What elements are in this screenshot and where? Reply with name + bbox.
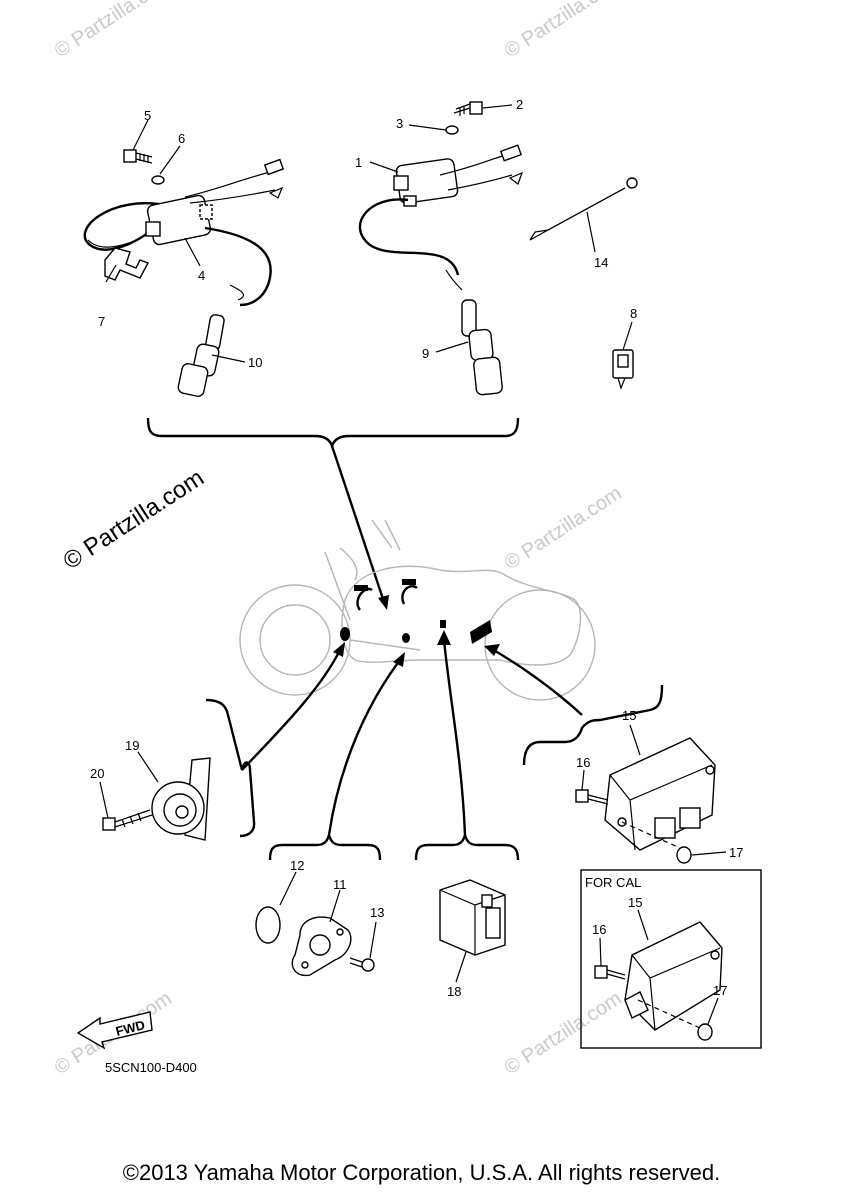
- leader-16b: [599, 937, 602, 967]
- label-part-6: 6: [178, 131, 185, 146]
- label-part-15a: 15: [622, 708, 636, 723]
- sensor-group-arrow: [327, 659, 401, 836]
- leader-13: [369, 921, 377, 959]
- top-group-bracket: [146, 417, 520, 450]
- for-cal-label: FOR CAL: [585, 875, 641, 890]
- cdi-unit-15: [604, 737, 716, 851]
- label-part-13: 13: [370, 905, 384, 920]
- top-leader-lines: [105, 104, 633, 363]
- bolt-16-cal: [594, 965, 626, 980]
- label-part-12: 12: [290, 858, 304, 873]
- leader-15a: [629, 724, 641, 756]
- collar-17: [676, 846, 692, 864]
- leader-12: [279, 871, 297, 906]
- label-part-4: 4: [198, 268, 205, 283]
- relay-18: [439, 879, 506, 956]
- cdi-group-arrow: [489, 646, 583, 716]
- leader-19: [137, 751, 159, 783]
- for-cal-box: [580, 869, 762, 1049]
- leader-17b-dash: [637, 999, 701, 1029]
- relay-group-bracket: [414, 830, 520, 861]
- leader-17a-dash: [621, 821, 681, 849]
- top-group-arrow: [330, 445, 387, 606]
- clamp-7: [104, 247, 149, 281]
- label-part-10: 10: [248, 355, 262, 370]
- label-part-1: 1: [355, 155, 362, 170]
- part-labels: 5 6 4 7 10 1 2 3 8 9 14 19 20 12 11 13 1…: [90, 97, 743, 999]
- label-part-16b: 16: [592, 922, 606, 937]
- bolt-16: [575, 789, 609, 805]
- watermarks: © Partzilla.com © Partzilla.com © Partzi…: [51, 0, 626, 1079]
- sensor-11: [291, 916, 352, 977]
- leader-15b: [637, 909, 649, 941]
- label-part-20: 20: [90, 766, 104, 781]
- cdi-unit-15-cal: [624, 921, 723, 1031]
- collar-17-cal: [697, 1023, 713, 1041]
- lead-wire-14: [529, 177, 638, 241]
- label-part-18: 18: [447, 984, 461, 999]
- leader-17b: [707, 997, 719, 1025]
- washer-3: [445, 125, 459, 135]
- label-part-9: 9: [422, 346, 429, 361]
- relay-group-arrow: [442, 639, 467, 836]
- fwd-label: FWD: [114, 1017, 146, 1039]
- label-part-3: 3: [396, 116, 403, 131]
- watermark: © Partzilla.com: [51, 0, 176, 62]
- cdi-group-bracket: [522, 684, 664, 766]
- label-part-11: 11: [333, 877, 347, 892]
- motorcycle-outline: [239, 519, 596, 701]
- sensor-arrowhead: [393, 652, 405, 667]
- label-part-8: 8: [630, 306, 637, 321]
- diagram-code: 5SCN100-D400: [105, 1060, 197, 1075]
- watermark: © Partzilla.com: [501, 0, 626, 62]
- label-part-17a: 17: [729, 845, 743, 860]
- label-part-15b: 15: [628, 895, 642, 910]
- plug-cap-9: [461, 299, 503, 396]
- copyright-notice: ©2013 Yamaha Motor Corporation, U.S.A. A…: [122, 1160, 721, 1185]
- leader-17a: [691, 851, 727, 856]
- cdi-arrowhead: [484, 644, 500, 656]
- label-part-19: 19: [125, 738, 139, 753]
- horn-19: [151, 757, 211, 841]
- label-part-7: 7: [98, 314, 105, 329]
- o-ring-12: [255, 906, 281, 944]
- sensor-group-bracket: [268, 830, 382, 861]
- bolt-2: [453, 101, 483, 116]
- location-marks: [340, 579, 492, 644]
- watermark: © Partzilla.com: [501, 987, 626, 1079]
- ignition-coil-upper: [358, 144, 524, 291]
- ignition-coil-left: [83, 158, 285, 307]
- watermark-main: © Partzilla.com: [59, 464, 209, 575]
- clip-8: [612, 349, 634, 390]
- label-part-14: 14: [594, 255, 608, 270]
- plug-cap-10: [177, 314, 225, 397]
- label-part-17b: 17: [713, 983, 727, 998]
- washer-6: [151, 175, 165, 185]
- leader-18: [455, 951, 467, 983]
- fwd-arrow-icon: FWD: [76, 1011, 153, 1050]
- screw-13: [349, 957, 375, 972]
- leader-16a: [581, 769, 585, 791]
- leader-11: [329, 889, 341, 923]
- horn-arrowhead: [333, 642, 345, 657]
- leader-20: [99, 781, 109, 819]
- watermark: © Partzilla.com: [501, 482, 626, 574]
- relay-arrowhead: [437, 630, 451, 645]
- horn-group-bracket: [205, 698, 256, 838]
- bolt-20: [102, 809, 153, 831]
- label-part-16a: 16: [576, 755, 590, 770]
- label-part-5: 5: [144, 108, 151, 123]
- label-part-2: 2: [516, 97, 523, 112]
- horn-group-arrow: [241, 649, 342, 771]
- bolt-5: [123, 149, 153, 164]
- top-group-arrowhead: [378, 595, 389, 610]
